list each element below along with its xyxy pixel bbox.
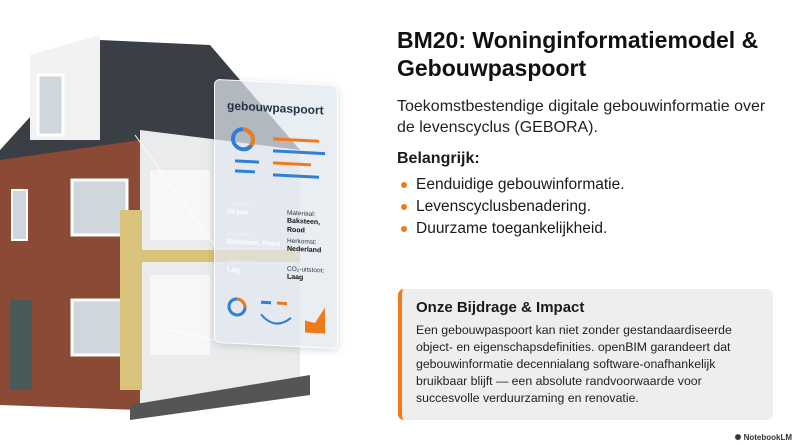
field-herkomst-2: Herkomst:Lag [227, 258, 257, 276]
key-heading: Belangrijk: [397, 150, 480, 167]
passport-chart-icon [231, 127, 325, 179]
field-label: Materiaal: [227, 230, 256, 239]
brand-label: NotebookLM [743, 433, 792, 442]
field-herkomst: Herkomst:Nederland [287, 238, 321, 257]
field-label: Materiaal: [287, 209, 316, 219]
field-value: Laag [287, 273, 304, 282]
field-value: Baksteen, Rood [287, 217, 321, 235]
page-title: BM20: Woninginformatiemodel & Gebouwpasp… [397, 27, 759, 81]
impact-callout: Onze Bijdrage & Impact Een gebouwpaspoor… [398, 289, 773, 420]
field-materiaal-2: Materiaal:Baksteen, Rood [227, 230, 280, 250]
list-item-text: Duurzame toegankelijkheid. [416, 220, 608, 237]
list-item: Duurzame toegankelijkheid. [397, 218, 625, 240]
gebouwpaspoort-panel: gebouwpaspoort Levensduur:50 jaar Materi… [214, 78, 338, 350]
field-value: Lag [227, 266, 240, 275]
list-item: Levenscyclusbenadering. [397, 196, 625, 218]
field-levensduur: Levensduur:50 jaar [227, 200, 263, 219]
list-item-text: Eenduidige gebouwinformatie. [416, 176, 625, 193]
field-materiaal: Materiaal:Baksteen, Rood [287, 210, 337, 238]
passport-graphs-icon [227, 297, 325, 334]
bullet-icon [401, 182, 407, 188]
field-label: Herkomst: [287, 237, 317, 247]
field-value: Baksteen, Rood [227, 238, 280, 249]
list-item-text: Levenscyclusbenadering. [416, 198, 591, 215]
notebooklm-logo: ✺ NotebookLM [734, 433, 792, 442]
field-label: Herkomst: [227, 258, 257, 267]
bullet-icon [401, 226, 407, 232]
bullet-icon [401, 204, 407, 210]
impact-heading: Onze Bijdrage & Impact [416, 299, 585, 316]
passport-title: gebouwpaspoort [227, 98, 324, 118]
subtitle: Toekomstbestendige digitale gebouwinform… [397, 98, 766, 136]
field-value: 50 jaar [227, 208, 250, 217]
impact-body: Een gebouwpaspoort kan niet zonder gesta… [416, 323, 732, 405]
list-item: Eenduidige gebouwinformatie. [397, 174, 625, 196]
key-points-list: Eenduidige gebouwinformatie. Levenscyclu… [397, 174, 625, 240]
field-co2: CO₂-uitstoot:Laag [287, 266, 324, 285]
field-value: Nederland [287, 245, 322, 255]
